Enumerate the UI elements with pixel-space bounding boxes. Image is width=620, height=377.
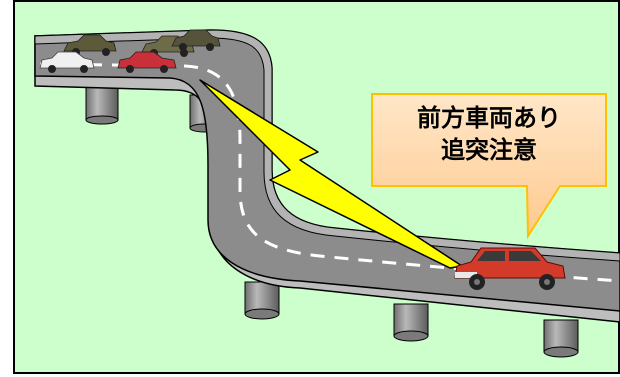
callout-line-1: 前方車両あり — [417, 104, 561, 132]
car-queue — [39, 29, 221, 73]
car-icon — [171, 29, 221, 51]
pillar — [244, 281, 280, 320]
pillar — [543, 319, 579, 358]
lane-marking — [39, 62, 620, 283]
callout-text: 前方車両あり 追突注意 — [378, 102, 600, 166]
callout-line-2: 追突注意 — [441, 136, 537, 164]
road-rim — [34, 29, 620, 262]
pillar — [393, 303, 429, 342]
lightning-bolt-icon — [199, 79, 463, 269]
speech-bubble-icon — [371, 93, 607, 240]
car-icon — [39, 51, 95, 73]
car-icon — [454, 247, 566, 290]
car-icon — [117, 51, 177, 73]
pillar — [85, 84, 119, 125]
